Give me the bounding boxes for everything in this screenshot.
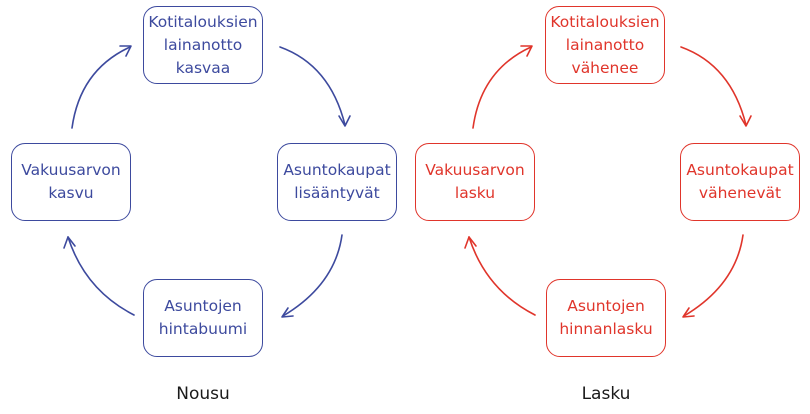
cycle-arrows <box>464 45 752 318</box>
cycle-arrows <box>63 45 351 318</box>
caption-nousu: Nousu <box>176 384 230 404</box>
arrow-top-to-right <box>680 46 747 126</box>
arrow-left-to-top <box>472 46 532 129</box>
arrow-top-to-right <box>279 46 346 126</box>
arrow-bottom-to-left <box>67 236 135 316</box>
caption-lasku: Lasku <box>581 384 631 404</box>
arrow-right-to-bottom <box>282 234 343 317</box>
arrow-right-to-bottom <box>683 234 744 317</box>
arrow-left-to-top <box>71 46 131 129</box>
arrow-bottom-to-left <box>468 236 536 316</box>
